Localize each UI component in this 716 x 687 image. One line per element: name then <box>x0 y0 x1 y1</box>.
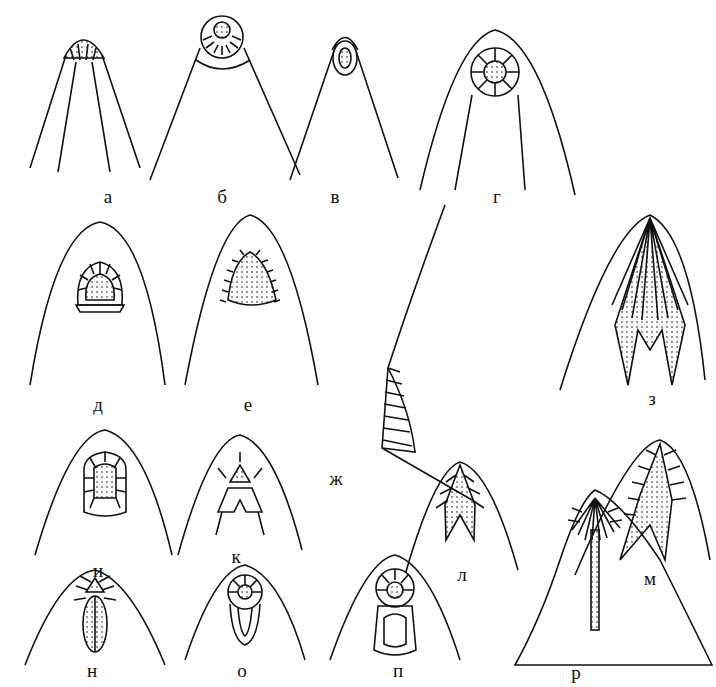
figure-d <box>420 30 575 195</box>
figure-f <box>185 215 318 385</box>
figure-i <box>35 430 172 555</box>
figure-letter: а <box>104 187 112 206</box>
figure-letter: г <box>493 187 501 206</box>
figure-r <box>515 490 712 665</box>
figure-letter: е <box>244 395 252 414</box>
figure-b <box>150 16 300 180</box>
figure-n <box>25 570 165 665</box>
figure-letter: р <box>571 663 581 682</box>
figure-letter: б <box>217 187 227 206</box>
figure-a <box>30 40 140 172</box>
figure-letter: з <box>648 389 656 408</box>
figure-letter: м <box>644 569 656 588</box>
figure-h <box>560 215 705 390</box>
figure-e <box>30 222 165 385</box>
figure-o <box>185 565 305 660</box>
figure-letter: д <box>93 395 103 414</box>
figure-letter: и <box>93 561 103 580</box>
figure-c <box>290 38 398 181</box>
figure-l <box>405 462 518 575</box>
figure-k <box>178 435 302 555</box>
figure-letter: о <box>237 661 247 680</box>
figure-letter: к <box>231 547 240 566</box>
figure-letter: в <box>331 187 340 206</box>
figure-letter: ж <box>329 469 342 488</box>
figure-letter: п <box>393 661 403 680</box>
figure-letter: л <box>457 565 466 584</box>
figure-p <box>330 555 460 660</box>
figure-letter: н <box>87 661 97 680</box>
figure-g <box>382 205 472 500</box>
